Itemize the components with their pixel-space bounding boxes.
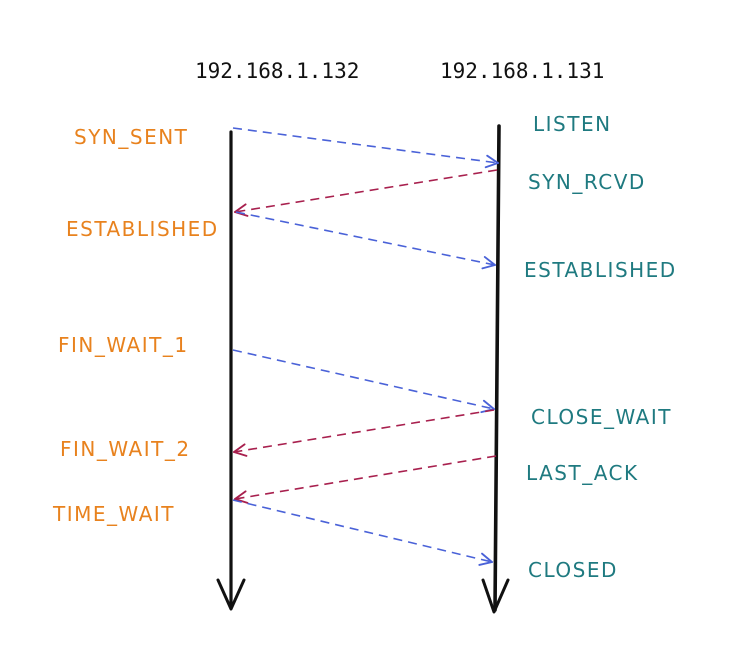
timeline-left xyxy=(216,130,246,611)
state-right-syn-rcvd: SYN_RCVD xyxy=(528,170,646,194)
state-right-established: ESTABLISHED xyxy=(524,258,677,282)
state-right-closed: CLOSED xyxy=(528,558,618,582)
state-right-listen: LISTEN xyxy=(533,112,612,136)
state-left-fin-wait-2: FIN_WAIT_2 xyxy=(60,437,191,461)
timeline-right xyxy=(481,124,510,614)
arrow-fin-1 xyxy=(232,349,494,409)
state-right-last-ack: LAST_ACK xyxy=(526,461,639,485)
arrow-ack xyxy=(235,211,495,265)
state-left-established: ESTABLISHED xyxy=(66,217,219,241)
arrow-syn-ack xyxy=(235,169,498,212)
arrow-syn xyxy=(232,127,498,163)
arrow-fin-2 xyxy=(235,455,497,499)
state-right-close-wait: CLOSE_WAIT xyxy=(531,405,672,429)
host-label-right: 192.168.1.131 xyxy=(440,59,604,83)
arrow-ack-fin-1 xyxy=(234,409,495,452)
state-left-fin-wait-1: FIN_WAIT_1 xyxy=(58,333,189,357)
state-left-time-wait: TIME_WAIT xyxy=(52,502,175,526)
host-label-left: 192.168.1.132 xyxy=(195,59,359,83)
arrow-ack-fin-2 xyxy=(232,499,492,562)
state-left-syn-sent: SYN_SENT xyxy=(74,125,188,149)
